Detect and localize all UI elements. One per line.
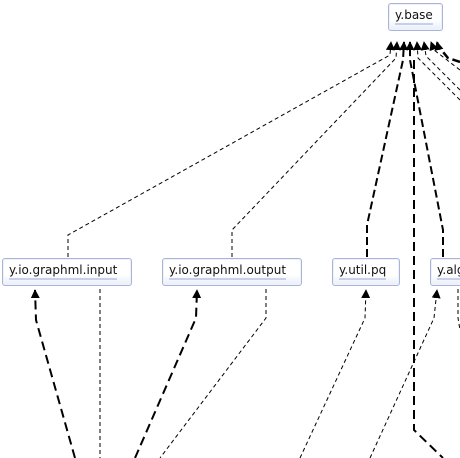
node-y-io-graphml-input[interactable]: y.io.graphml.input bbox=[2, 258, 132, 286]
node-y-base[interactable]: y.base bbox=[388, 3, 443, 31]
node-y-alg-label: y.alg bbox=[437, 262, 460, 280]
edge-right-b-to-base bbox=[420, 41, 460, 91]
edge-into-gin bbox=[30, 289, 76, 458]
edge-pq-to-base bbox=[366, 41, 409, 257]
edge-gout-down bbox=[159, 289, 267, 458]
node-y-util-pq-label: y.util.pq bbox=[339, 262, 387, 280]
node-y-base-label: y.base bbox=[395, 7, 433, 25]
node-y-alg[interactable]: y.alg bbox=[430, 258, 460, 286]
edge-alg-to-base bbox=[405, 41, 444, 257]
node-y-io-graphml-output-label: y.io.graphml.output bbox=[169, 262, 287, 280]
node-y-io-graphml-output[interactable]: y.io.graphml.output bbox=[162, 258, 302, 286]
edge-into-alg bbox=[369, 289, 441, 458]
node-y-util-pq[interactable]: y.util.pq bbox=[332, 258, 400, 286]
node-y-io-graphml-input-label: y.io.graphml.input bbox=[9, 262, 118, 280]
edge-alg-side bbox=[457, 289, 460, 331]
edge-into-gout bbox=[134, 289, 202, 458]
edge-right-d-to-base bbox=[434, 41, 460, 64]
edge-gout-to-base bbox=[231, 41, 401, 257]
edge-gin-to-base bbox=[67, 41, 395, 257]
edge-into-pq bbox=[299, 289, 371, 458]
edge-right-c-to-base bbox=[429, 41, 460, 71]
edge-right-a-to-base bbox=[413, 41, 460, 101]
edge-long-right bbox=[413, 60, 444, 458]
